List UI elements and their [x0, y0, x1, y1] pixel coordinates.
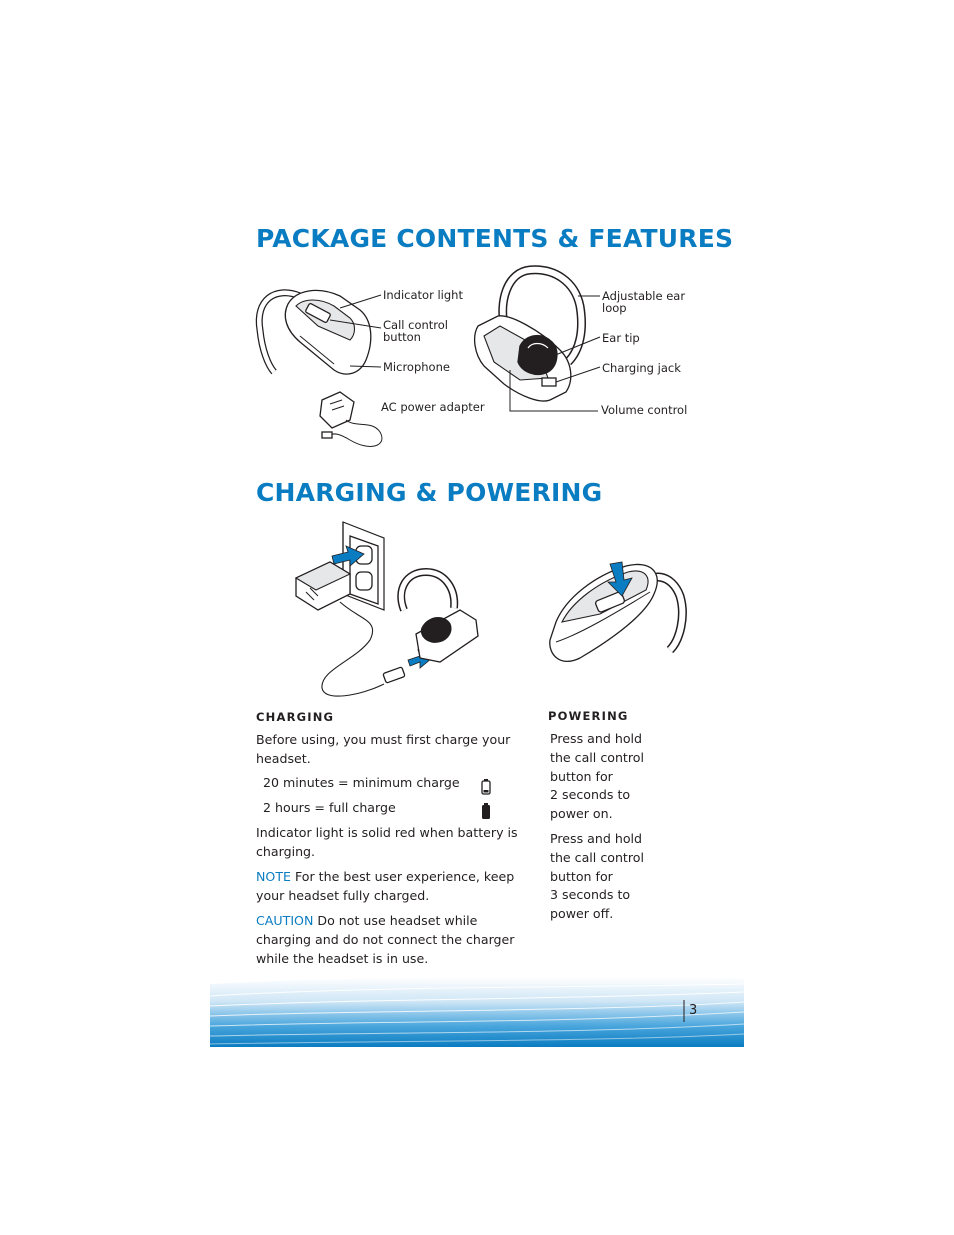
charging-illustration: [294, 521, 687, 697]
label-volume-control: Volume control: [601, 403, 688, 417]
page-title-package-contents: PACKAGE CONTENTS & FEATURES: [256, 224, 734, 253]
label-microphone: Microphone: [383, 360, 450, 374]
footer-wave-band: [209, 976, 745, 1047]
power-off-line: Press and hold: [550, 831, 643, 846]
label-indicator-light: Indicator light: [383, 288, 463, 302]
package-illustration: [255, 265, 601, 447]
charging-note: NOTE For the best user experience, keep …: [256, 868, 518, 906]
label-ear-tip: Ear tip: [602, 331, 640, 345]
label-charging-jack: Charging jack: [602, 361, 681, 375]
charging-heading: CHARGING: [256, 710, 335, 724]
label-call-control-button-line1: Call control: [383, 318, 448, 332]
caution-label: CAUTION: [256, 913, 314, 928]
battery-icons: [481, 779, 491, 819]
label-ac-power-adapter: AC power adapter: [381, 400, 485, 414]
charging-caution: CAUTION Do not use headset while chargin…: [256, 912, 518, 968]
power-on-line: 2 seconds to: [550, 787, 631, 803]
powering-on-instructions: Press and hold the call control button f…: [550, 730, 670, 824]
label-call-control-button-line2: button: [383, 330, 421, 344]
label-adjustable-ear-loop-line2: loop: [602, 301, 627, 315]
power-off-line: button for: [550, 868, 613, 884]
page-number: 3: [689, 1003, 698, 1018]
charging-indicator-text: Indicator light is solid red when batter…: [256, 825, 518, 859]
note-label: NOTE: [256, 869, 291, 884]
power-on-line: button for: [550, 768, 613, 784]
caution-text: Do not use headset while charging and do…: [256, 913, 515, 966]
charging-min-time: 20 minutes = minimum charge: [263, 775, 460, 790]
powering-off-instructions: Press and hold the call control button f…: [550, 830, 670, 924]
charging-full-time: 2 hours = full charge: [263, 800, 396, 815]
power-on-line: Press and hold: [550, 731, 643, 746]
battery-full-icon: [482, 803, 490, 819]
powering-heading: POWERING: [548, 709, 629, 723]
power-off-line: the call control: [550, 849, 644, 865]
power-off-line: power off.: [550, 906, 614, 922]
power-on-line: power on.: [550, 806, 613, 822]
note-text: For the best user experience, keep your …: [256, 869, 515, 903]
charging-intro: Before using, you must first charge your…: [256, 732, 511, 766]
label-adjustable-ear-loop-line1: Adjustable ear: [602, 289, 686, 303]
page-title-charging-powering: CHARGING & POWERING: [256, 478, 603, 507]
power-off-line: 3 seconds to: [550, 887, 631, 903]
power-on-line: the call control: [550, 749, 644, 765]
battery-partial-icon: [481, 779, 491, 795]
